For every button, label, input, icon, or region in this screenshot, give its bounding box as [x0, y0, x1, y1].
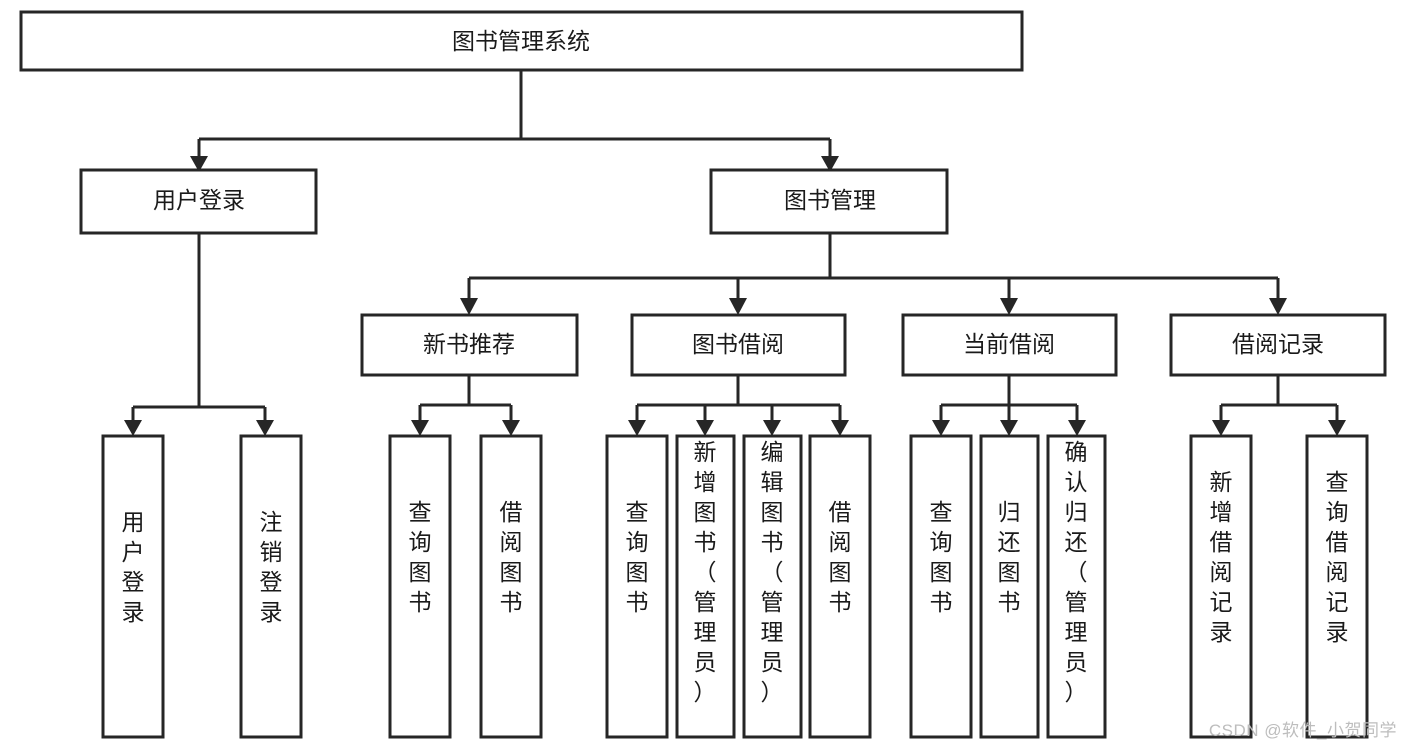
node-borrow-record[interactable]: 借阅记录 [1169, 313, 1387, 377]
leaf-bb-borrow-book-label: 借阅图书 [829, 499, 852, 615]
arrowhead-bb-leaf1 [628, 420, 646, 436]
leaf-br-query-record-label: 查询借阅记录 [1326, 469, 1349, 645]
leaf-nb-query-book[interactable]: 查询图书 [388, 434, 452, 739]
node-book-management[interactable]: 图书管理 [709, 168, 949, 235]
leaf-bb-borrow-book-box[interactable] [808, 434, 872, 739]
leaf-bb-add-book-box[interactable] [675, 434, 736, 739]
leaf-user-login[interactable]: 用户登录 [101, 434, 165, 739]
leaf-nb-borrow-book-box[interactable] [479, 434, 543, 739]
leaf-bb-add-book[interactable]: 新增图书（管理员） [675, 434, 736, 739]
arrowhead-bb-leaf2 [696, 420, 714, 436]
leaf-logout-label: 注销登录 [260, 509, 283, 625]
leaf-nb-borrow-book-label: 借阅图书 [500, 499, 523, 615]
node-new-book-recommend-label: 新书推荐 [423, 331, 515, 357]
arrowhead-leaf-user-login [124, 420, 142, 436]
node-current-borrow[interactable]: 当前借阅 [901, 313, 1118, 377]
leaf-bb-edit-book-box[interactable] [742, 434, 803, 739]
node-new-book-recommend-box[interactable] [360, 313, 579, 377]
node-user-login[interactable]: 用户登录 [79, 168, 318, 235]
leaf-bb-borrow-book[interactable]: 借阅图书 [808, 434, 872, 739]
leaf-br-add-record-label: 新增借阅记录 [1210, 469, 1233, 645]
arrowhead-new-book [460, 298, 478, 315]
node-book-borrow[interactable]: 图书借阅 [630, 313, 847, 377]
leaf-br-add-record-box[interactable] [1189, 434, 1253, 739]
leaf-logout[interactable]: 注销登录 [239, 434, 303, 739]
leaf-br-add-record[interactable]: 新增借阅记录 [1189, 434, 1253, 739]
arrowhead-leaf-logout [256, 420, 274, 436]
leaf-cb-confirm-return-box[interactable] [1046, 434, 1107, 739]
arrowhead-bb-leaf4 [831, 420, 849, 436]
arrowhead-book-borrow [729, 298, 747, 315]
arrowhead-bb-leaf3 [763, 420, 781, 436]
node-current-borrow-label: 当前借阅 [963, 331, 1055, 357]
node-book-borrow-box[interactable] [630, 313, 847, 377]
leaf-nb-query-book-box[interactable] [388, 434, 452, 739]
arrowhead-cb-leaf3 [1068, 420, 1086, 436]
leaf-br-query-record[interactable]: 查询借阅记录 [1305, 434, 1369, 739]
leaf-bb-edit-book[interactable]: 编辑图书（管理员） [742, 434, 803, 739]
node-current-borrow-box[interactable] [901, 313, 1118, 377]
leaf-cb-query-book-box[interactable] [909, 434, 973, 739]
node-book-management-box[interactable] [709, 168, 949, 235]
csdn-watermark: CSDN @软件_小贺同学 [1208, 721, 1397, 740]
node-borrow-record-label: 借阅记录 [1232, 331, 1324, 357]
arrowhead-cb-leaf1 [932, 420, 950, 436]
arrowhead-br-leaf1 [1212, 420, 1230, 436]
arrowhead-nb-leaf1 [411, 420, 429, 436]
node-book-management-label: 图书管理 [784, 187, 876, 213]
leaf-cb-return-book[interactable]: 归还图书 [979, 434, 1040, 739]
node-book-borrow-label: 图书借阅 [692, 331, 784, 357]
arrowhead-cb-leaf2 [1000, 420, 1018, 436]
connector-layer [124, 70, 1346, 436]
leaf-cb-confirm-return-label: 确认归还（管理员） [1065, 439, 1088, 705]
leaf-nb-query-book-label: 查询图书 [409, 499, 432, 615]
leaf-user-login-label: 用户登录 [122, 509, 145, 625]
leaf-bb-query-book-label: 查询图书 [626, 499, 649, 615]
node-root-label: 图书管理系统 [452, 28, 590, 54]
leaf-bb-add-book-label: 新增图书（管理员） [694, 439, 717, 705]
leaf-bb-query-book[interactable]: 查询图书 [605, 434, 669, 739]
leaf-cb-query-book[interactable]: 查询图书 [909, 434, 973, 739]
leaf-nb-borrow-book[interactable]: 借阅图书 [479, 434, 543, 739]
leaf-bb-query-book-box[interactable] [605, 434, 669, 739]
leaf-logout-box[interactable] [239, 434, 303, 739]
leaf-user-login-box[interactable] [101, 434, 165, 739]
leaf-cb-return-book-label: 归还图书 [998, 499, 1021, 615]
leaf-bb-edit-book-label: 编辑图书（管理员） [761, 439, 784, 705]
arrowhead-borrow-record [1269, 298, 1287, 315]
leaf-cb-return-book-box[interactable] [979, 434, 1040, 739]
arrowhead-current-borrow [1000, 298, 1018, 315]
leaf-cb-confirm-return[interactable]: 确认归还（管理员） [1046, 434, 1107, 739]
node-root-box[interactable] [19, 10, 1024, 72]
arrowhead-nb-leaf2 [502, 420, 520, 436]
leaf-cb-query-book-label: 查询图书 [930, 499, 953, 615]
arrowhead-br-leaf2 [1328, 420, 1346, 436]
node-new-book-recommend[interactable]: 新书推荐 [360, 313, 579, 377]
node-user-login-box[interactable] [79, 168, 318, 235]
arrowhead-book-manage [821, 156, 839, 172]
node-borrow-record-box[interactable] [1169, 313, 1387, 377]
node-root[interactable]: 图书管理系统 [19, 10, 1024, 72]
node-user-login-label: 用户登录 [153, 187, 245, 213]
leaf-br-query-record-box[interactable] [1305, 434, 1369, 739]
arrowhead-user-login [190, 156, 208, 172]
